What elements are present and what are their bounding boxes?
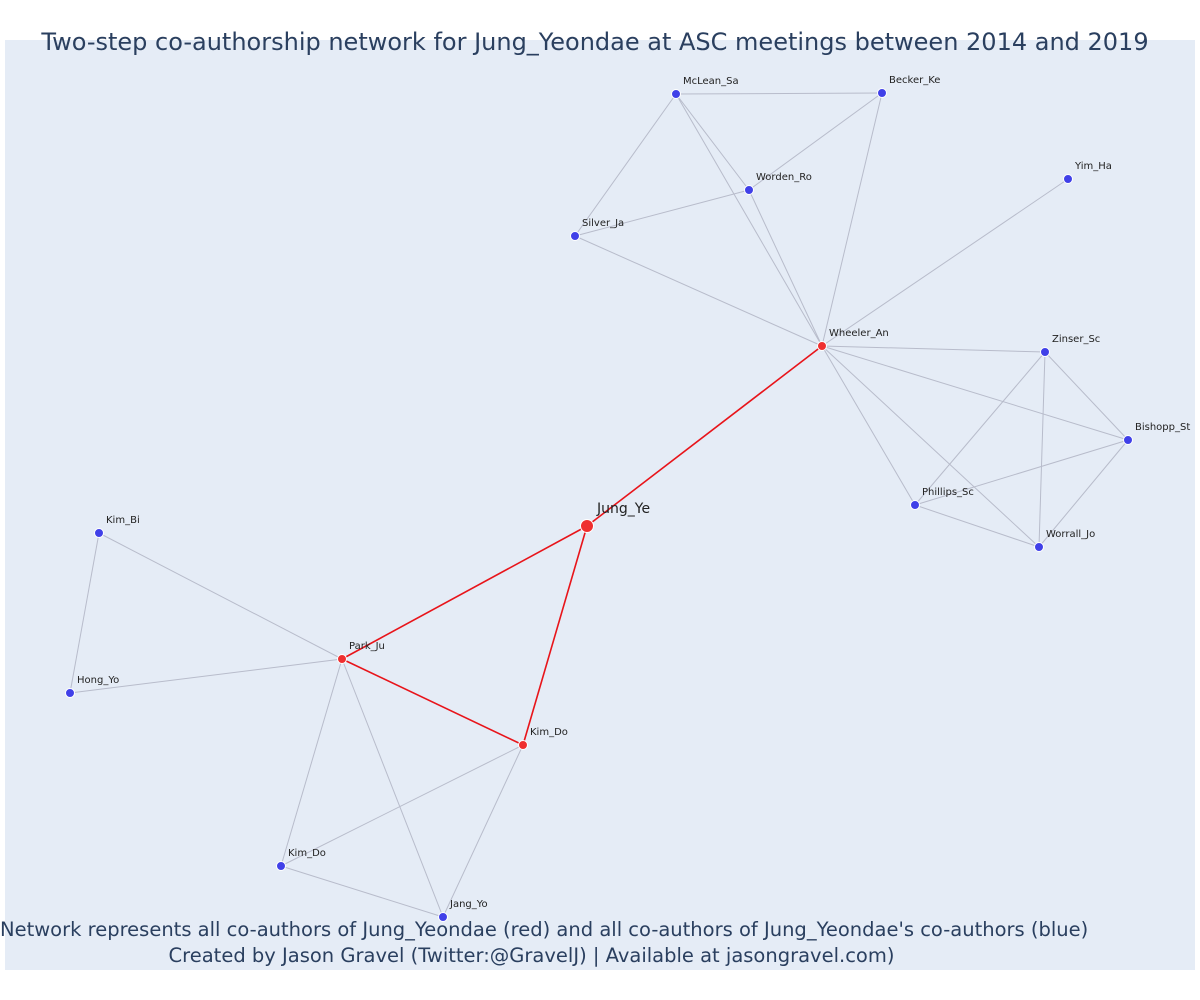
edge-hong_yo-park_ju [69, 658, 343, 694]
edge-jung_ye-park_ju [341, 525, 588, 660]
node-jung_ye[interactable] [580, 519, 594, 533]
node-kim_bi[interactable] [94, 528, 104, 538]
node-label-worden_ro: Worden_Ro [756, 172, 812, 183]
edge-becker_ke-worden_ro [748, 92, 883, 191]
edge-wheeler_an-phillips_sc [821, 345, 916, 506]
edge-zinser_sc-bishopp_st [1044, 351, 1129, 441]
edge-kim_bi-hong_yo [69, 532, 100, 694]
edge-bishopp_st-phillips_sc [914, 439, 1129, 506]
node-label-becker_ke: Becker_Ke [889, 75, 940, 86]
node-label-mclean_sa: McLean_Sa [683, 76, 739, 87]
edge-mclean_sa-wheeler_an [675, 93, 823, 347]
edge-mclean_sa-worden_ro [675, 93, 750, 191]
edge-jung_ye-wheeler_an [586, 345, 823, 527]
edge-park_ju-jang_yo [341, 658, 444, 918]
node-jang_yo[interactable] [438, 912, 448, 922]
edge-mclean_sa-silver_ja [574, 93, 677, 237]
edge-wheeler_an-bishopp_st [821, 345, 1129, 441]
node-label-kim_do_1: Kim_Do [530, 727, 568, 738]
node-label-kim_bi: Kim_Bi [106, 515, 140, 526]
edge-worden_ro-wheeler_an [748, 189, 823, 347]
node-label-yim_ha: Yim_Ha [1074, 161, 1112, 172]
edge-park_ju-kim_do_1 [341, 658, 524, 746]
node-label-phillips_sc: Phillips_Sc [922, 487, 974, 498]
node-label-silver_ja: Silver_Ja [582, 218, 624, 229]
edge-kim_do_1-jang_yo [442, 744, 524, 918]
node-worden_ro[interactable] [744, 185, 754, 195]
node-label-zinser_sc: Zinser_Sc [1052, 334, 1100, 345]
node-wheeler_an[interactable] [817, 341, 827, 351]
node-mclean_sa[interactable] [671, 89, 681, 99]
node-worrall_jo[interactable] [1034, 542, 1044, 552]
edge-park_ju-kim_do_2 [280, 658, 343, 867]
edge-kim_do_2-jang_yo [280, 865, 444, 918]
edge-yim_ha-wheeler_an [821, 178, 1069, 347]
edge-zinser_sc-phillips_sc [914, 351, 1046, 506]
node-label-jung_ye: Jung_Ye [596, 501, 650, 517]
node-label-worrall_jo: Worrall_Jo [1046, 529, 1095, 540]
node-label-jang_yo: Jang_Yo [449, 899, 488, 910]
node-becker_ke[interactable] [877, 88, 887, 98]
edge-wheeler_an-worrall_jo [821, 345, 1040, 548]
edge-wheeler_an-zinser_sc [821, 345, 1046, 353]
node-phillips_sc[interactable] [910, 500, 920, 510]
edge-kim_do_1-kim_do_2 [280, 744, 524, 867]
node-kim_do_1[interactable] [518, 740, 528, 750]
footer-note: Network represents all co-authors of Jun… [0, 918, 1089, 941]
edge-zinser_sc-worrall_jo [1038, 351, 1046, 548]
edge-bishopp_st-worrall_jo [1038, 439, 1129, 548]
nodes-layer [65, 88, 1133, 922]
node-silver_ja[interactable] [570, 231, 580, 241]
node-park_ju[interactable] [337, 654, 347, 664]
edge-mclean_sa-becker_ke [675, 92, 883, 95]
edge-silver_ja-wheeler_an [574, 235, 823, 347]
footer-credit: Created by Jason Gravel (Twitter:@Gravel… [168, 944, 895, 967]
node-yim_ha[interactable] [1063, 174, 1073, 184]
plot-area [5, 40, 1195, 970]
edges-layer [69, 92, 1129, 918]
edge-jung_ye-kim_do_1 [522, 525, 588, 746]
node-bishopp_st[interactable] [1123, 435, 1133, 445]
node-zinser_sc[interactable] [1040, 347, 1050, 357]
node-label-bishopp_st: Bishopp_St [1135, 422, 1190, 433]
edge-kim_bi-park_ju [98, 532, 343, 660]
chart-title: Two-step co-authorship network for Jung_… [41, 28, 1149, 56]
node-label-park_ju: Park_Ju [349, 641, 385, 652]
node-label-hong_yo: Hong_Yo [77, 675, 119, 686]
edge-worden_ro-silver_ja [574, 189, 750, 237]
node-label-wheeler_an: Wheeler_An [829, 328, 889, 339]
node-hong_yo[interactable] [65, 688, 75, 698]
node-label-kim_do_2: Kim_Do [288, 848, 326, 859]
edge-phillips_sc-worrall_jo [914, 504, 1040, 548]
node-kim_do_2[interactable] [276, 861, 286, 871]
edge-becker_ke-wheeler_an [821, 92, 883, 347]
